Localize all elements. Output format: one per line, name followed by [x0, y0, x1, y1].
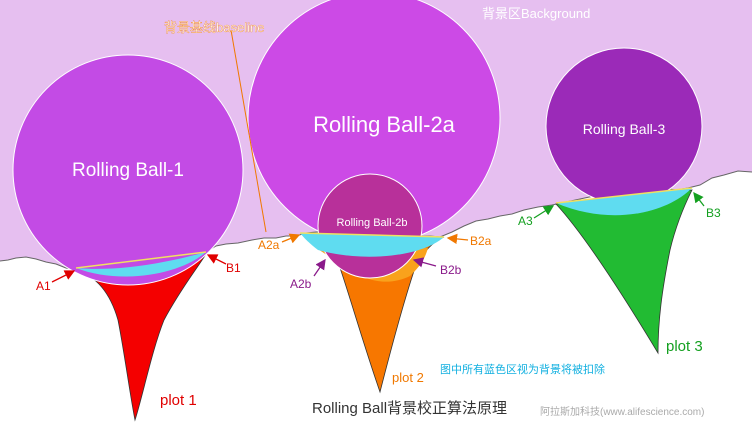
arrow-a2a — [281, 233, 301, 244]
arrow-a3 — [533, 205, 555, 219]
tangent-line-1 — [75, 251, 207, 269]
plot-2-label: plot 2 — [392, 370, 424, 385]
arrow-b3 — [693, 191, 705, 207]
arrow-b2b — [412, 257, 437, 268]
point-a2a-label: A2a — [258, 238, 280, 252]
plot-1-label: plot 1 — [160, 392, 197, 409]
ball-2b-label: Rolling Ball-2b — [337, 217, 408, 229]
blue-segment-3 — [556, 188, 692, 216]
point-a2b-label: A2b — [290, 277, 312, 291]
background-label: 背景区Background — [482, 6, 590, 21]
ball-1-label: Rolling Ball-1 — [72, 160, 184, 181]
arrow-a1 — [51, 270, 76, 283]
point-b2b-label: B2b — [440, 263, 462, 277]
arrow-b1 — [206, 254, 227, 265]
tangent-line-3 — [555, 187, 693, 204]
arrow-a2b — [313, 258, 326, 277]
watermark: 阿拉斯加科技(www.alifescience.com) — [540, 405, 704, 418]
blue-segment-1 — [76, 252, 206, 277]
diagram-title: Rolling Ball背景校正算法原理 — [312, 399, 507, 417]
point-b3-label: B3 — [706, 206, 721, 220]
blue-note: 图中所有蓝色区视为背景将被扣除 — [440, 362, 605, 376]
point-b1-label: B1 — [226, 261, 241, 275]
plot-3-peak — [555, 189, 693, 355]
plot-3-label: plot 3 — [666, 338, 703, 355]
point-b2a-label: B2a — [470, 234, 492, 248]
ball-3-label: Rolling Ball-3 — [583, 121, 666, 137]
point-a3-label: A3 — [518, 214, 533, 228]
tangent-line-2a — [299, 232, 445, 238]
plot-1-peak — [75, 253, 207, 422]
blue-segment-2a — [300, 233, 444, 257]
point-a1-label: A1 — [36, 279, 51, 293]
ball-2a-label: Rolling Ball-2a — [313, 112, 456, 137]
arrow-b2a — [446, 233, 469, 245]
rolling-ball-1 — [12, 54, 244, 286]
baseline-pointer — [230, 29, 267, 233]
baseline-label: 背景基线baseline — [164, 20, 264, 35]
